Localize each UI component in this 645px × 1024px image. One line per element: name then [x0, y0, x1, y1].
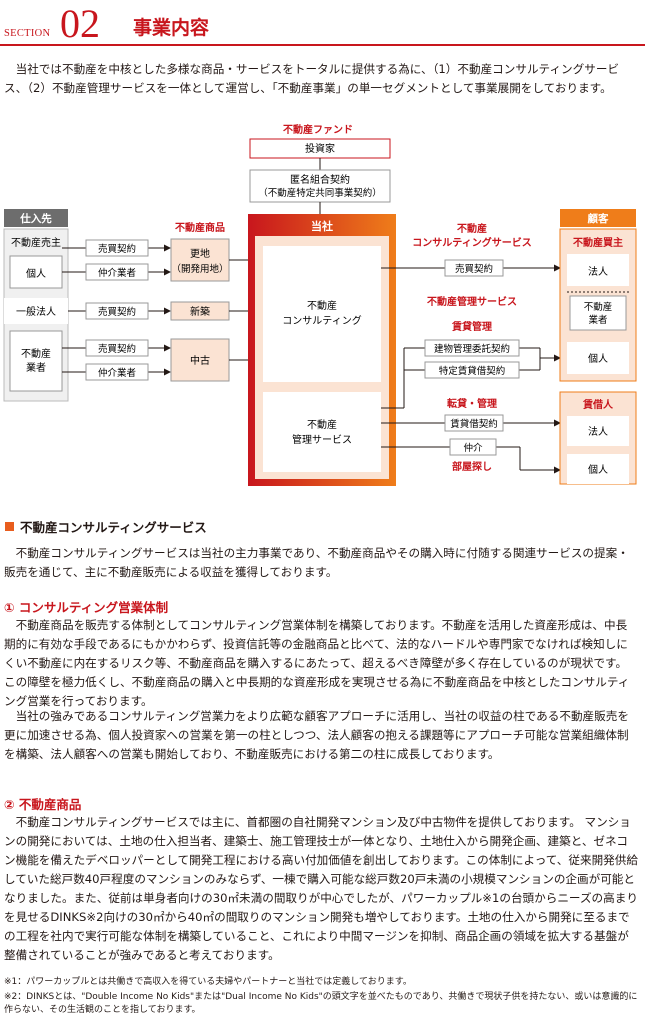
header-rule — [0, 44, 645, 46]
consulting-box — [263, 246, 381, 382]
brokerage-label: 仲介 — [463, 442, 483, 454]
land-line1: 更地 — [190, 247, 210, 260]
supplier-header — [4, 209, 68, 227]
section-marker — [5, 522, 14, 531]
buyer-agent-line2: 業者 — [588, 314, 607, 326]
individual-box — [9, 255, 63, 289]
sale-contract-1: 売買契約 — [98, 243, 136, 255]
land-box — [170, 238, 230, 282]
bldg-contract: 建物管理委託契約 — [434, 343, 510, 355]
room-search-label: 部屋探し — [452, 460, 492, 473]
management-line1: 不動産 — [307, 418, 337, 431]
broker-2: 仲介業者 — [98, 367, 136, 379]
section-word: SECTION — [4, 28, 51, 39]
new-build-label: 新築 — [190, 305, 210, 318]
footnote-1: ※1：パワーカップルとは共働きで高収入を得ている夫婦やパートナーと当社では定義し… — [4, 977, 412, 987]
customer-header-label: 顧客 — [588, 212, 609, 225]
seller-label: 不動産売主 — [11, 236, 61, 249]
tenant-individual-box — [567, 454, 629, 484]
service-contracts: 売買契約 建物管理委託契約 特定賃貸借契約 賃貸借契約 仲介 — [424, 259, 520, 456]
management-line2: 管理サービス — [292, 433, 352, 446]
sales-system-heading: ① コンサルティング営業体制 — [4, 600, 169, 615]
buyer-corp-label: 法人 — [588, 265, 608, 278]
consulting-heading: 不動産コンサルティングサービス — [20, 520, 207, 535]
buyer-label: 不動産買主 — [573, 236, 623, 249]
rent-mgmt-label: 賃貸管理 — [451, 320, 492, 333]
sale-contract-3: 売買契約 — [98, 343, 136, 355]
products-paragraph: 不動産コンサルティングサービスでは主に、首都圏の自社開発マンション及び中古物件を… — [4, 815, 638, 962]
sales-system-paragraph-2: 当社の強みであるコンサルティング営業力をより広範な顧客アプローチに活用し、当社の… — [4, 709, 629, 761]
land-line2: （開発用地） — [171, 263, 228, 275]
buyer-agent-box — [569, 295, 627, 331]
consult-service-line1: 不動産 — [457, 222, 487, 235]
customer-header — [560, 209, 636, 227]
sale-contract-2: 売買契約 — [98, 306, 136, 318]
rental-contract: 賃貸借契約 — [450, 418, 498, 430]
agent-line2: 業者 — [26, 361, 46, 374]
management-box — [263, 392, 381, 472]
consult-service-line2: コンサルティングサービス — [412, 236, 531, 249]
footnote-2: ※2：DINKSとは、"Double Income No Kids"または"Du… — [4, 992, 638, 1015]
consulting-paragraph: 不動産コンサルティングサービスは当社の主力事業であり、不動産商品やその購入時に付… — [4, 546, 629, 579]
broker-1: 仲介業者 — [98, 267, 136, 279]
buyer-individual-label: 個人 — [588, 352, 608, 365]
tk-contract-box — [249, 169, 391, 203]
business-diagram: 不動産ファンド 投資家 匿名組合契約 （不動産特定共同事業契約） 仕入先 不動産… — [3, 123, 637, 486]
products-heading: ② 不動産商品 — [4, 797, 82, 812]
tenant-label: 賃借人 — [582, 398, 614, 411]
buyer-agent-line1: 不動産 — [584, 301, 613, 313]
consulting-line2: コンサルティング — [282, 314, 361, 327]
section-number: 02 — [60, 1, 100, 46]
investor-label: 投資家 — [305, 142, 335, 155]
tenant-corp-label: 法人 — [588, 425, 608, 438]
page-title: 事業内容 — [133, 17, 210, 39]
sublease-label: 転貸・管理 — [447, 397, 497, 410]
tenant-corp-box — [567, 416, 629, 446]
intro-paragraph: 当社では不動産を中核とした多様な商品・サービスをトータルに提供する為に、（1）不… — [4, 62, 620, 95]
fund-label: 不動産ファンド — [283, 123, 353, 136]
mgmt-service-label: 不動産管理サービス — [427, 295, 517, 308]
tk-contract-line1: 匿名組合契約 — [290, 173, 350, 186]
used-box — [170, 338, 230, 382]
buyer-corp-box — [567, 254, 629, 286]
general-corp-label: 一般法人 — [16, 305, 56, 318]
consulting-line1: 不動産 — [307, 299, 337, 312]
agent-line1: 不動産 — [21, 347, 51, 360]
supplier-header-label: 仕入先 — [19, 212, 52, 225]
products-label: 不動産商品 — [175, 221, 225, 234]
section-header: SECTION 02 事業内容 — [0, 0, 645, 50]
general-corp-box — [4, 298, 68, 324]
agent-box — [9, 330, 63, 392]
buyer-individual-box — [567, 342, 629, 374]
sales-system-paragraph-1: 不動産商品を販売する体制としてコンサルティング営業体制を構築しております。不動産… — [4, 618, 630, 708]
tk-contract-line2: （不動産特定共同事業契約） — [258, 187, 382, 199]
lease-contract: 特定賃貸借契約 — [439, 365, 506, 377]
tenant-individual-label: 個人 — [588, 463, 608, 476]
used-label: 中古 — [190, 354, 210, 367]
individual-label: 個人 — [26, 267, 46, 280]
sale-contract-4: 売買契約 — [455, 263, 493, 275]
company-header: 当社 — [311, 219, 333, 233]
supplier-contracts: 売買契約 仲介業者 売買契約 売買契約 仲介業者 — [85, 239, 149, 381]
